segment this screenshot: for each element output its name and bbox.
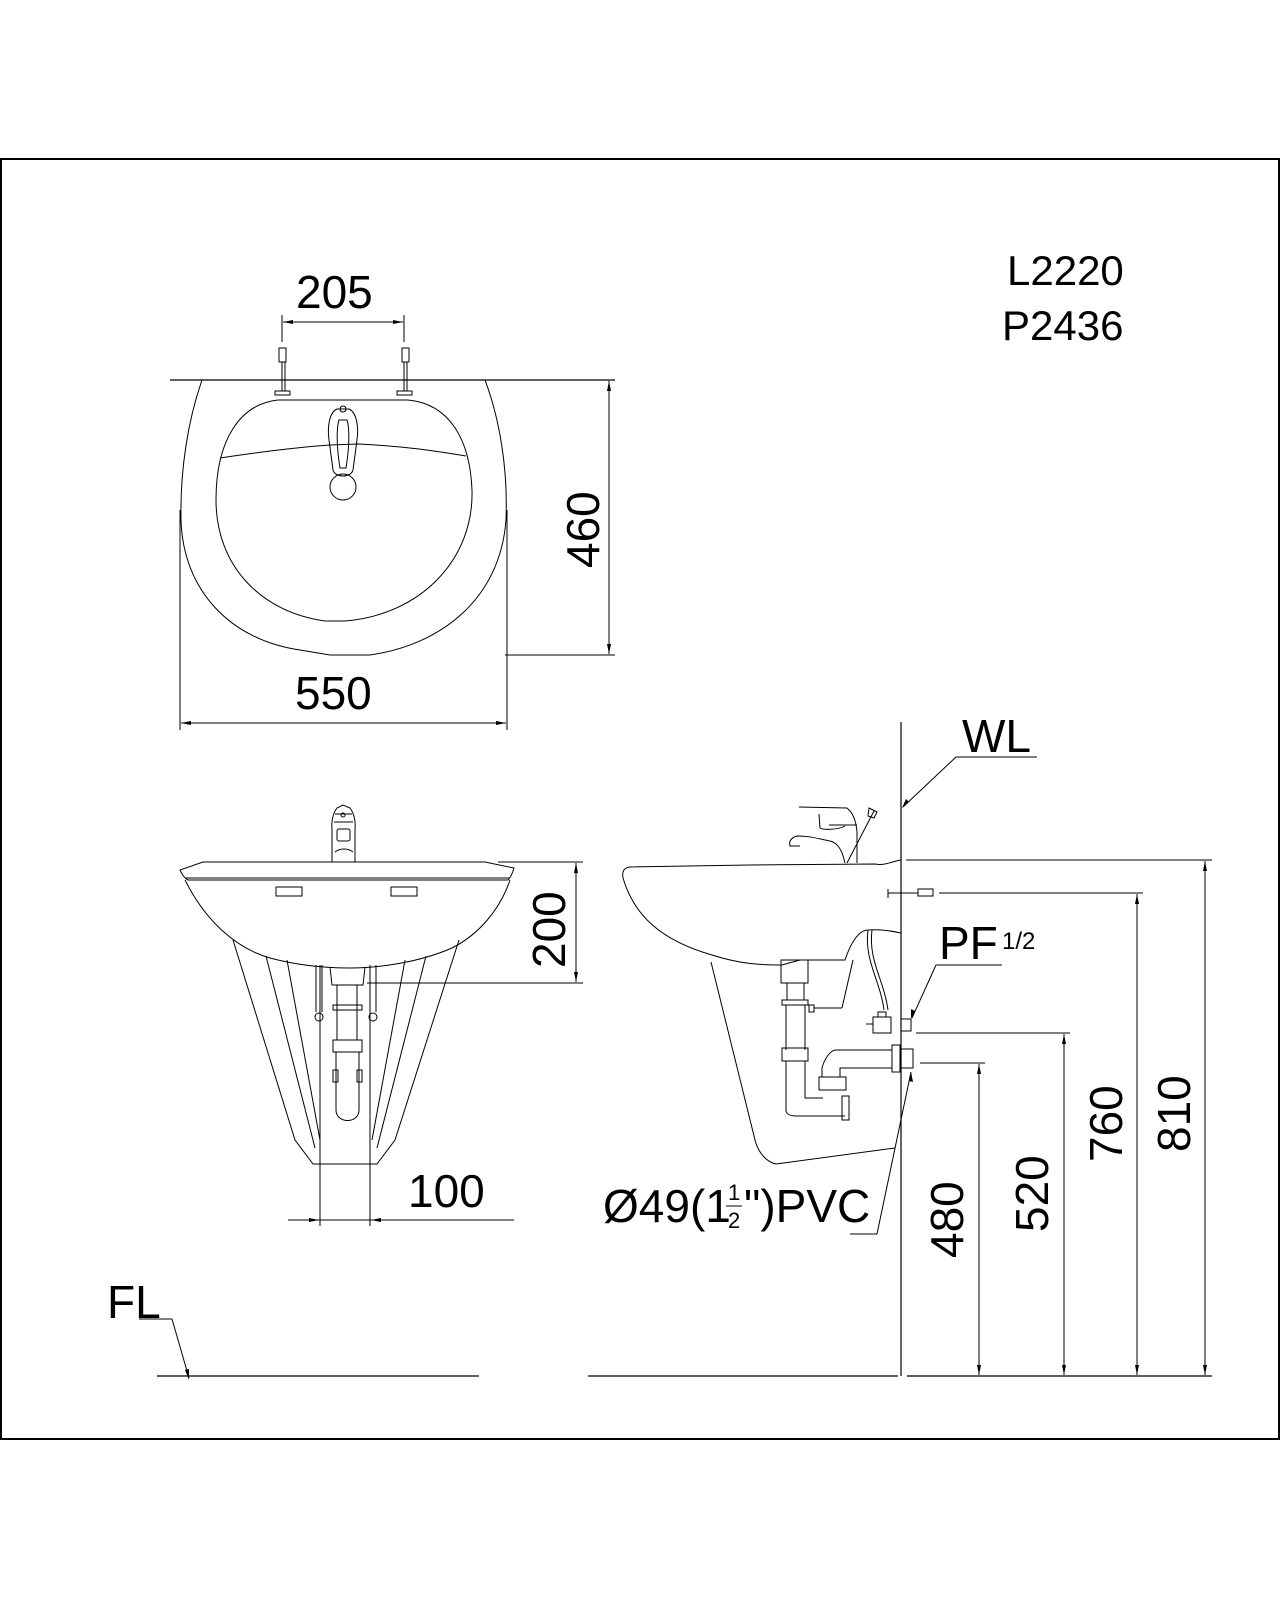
svg-text:FL: FL bbox=[107, 1276, 161, 1328]
svg-text:PF: PF bbox=[939, 917, 998, 969]
svg-text:Ø49(1: Ø49(1 bbox=[603, 1180, 731, 1232]
dimension-drain-height: 480 bbox=[920, 1062, 985, 1375]
svg-text:460: 460 bbox=[557, 491, 609, 568]
model-basin-label: L2220 bbox=[1007, 247, 1124, 294]
pedestal-side bbox=[710, 961, 896, 1165]
faucet-top-icon bbox=[327, 408, 359, 477]
dimension-bolt-height: 760 bbox=[939, 892, 1143, 1375]
side-view-basin bbox=[622, 806, 934, 1165]
drain-pipe-label: Ø49(1 1 2 ")PVC bbox=[603, 1071, 913, 1235]
dimension-tap-spacing: 205 bbox=[281, 266, 405, 342]
drawing-frame bbox=[0, 158, 1280, 1440]
dimension-pedestal-base: 100 bbox=[288, 965, 514, 1226]
svg-text:1/2: 1/2 bbox=[1002, 928, 1035, 955]
svg-text:520: 520 bbox=[1006, 1155, 1058, 1232]
dimension-depth: 460 bbox=[505, 381, 615, 656]
wall-bolt-left-icon bbox=[274, 347, 291, 396]
faucet-side-icon bbox=[789, 806, 858, 864]
svg-text:1: 1 bbox=[728, 1180, 740, 1205]
svg-text:760: 760 bbox=[1080, 1085, 1132, 1162]
svg-text:")PVC: ")PVC bbox=[744, 1180, 870, 1232]
basin-outer-outline bbox=[180, 379, 507, 656]
top-view-basin bbox=[170, 347, 615, 656]
svg-text:810: 810 bbox=[1148, 1075, 1200, 1152]
dimension-supply-height: 520 bbox=[916, 1032, 1070, 1375]
title-block: L2220 P2436 bbox=[1002, 247, 1124, 349]
front-view-basin bbox=[179, 804, 515, 1165]
wall-bolt-right-icon bbox=[396, 347, 413, 396]
basin-inner-outline bbox=[215, 399, 473, 622]
supply-fitting-label: PF 1/2 bbox=[911, 917, 1035, 1019]
pedestal-front bbox=[232, 939, 460, 1165]
svg-text:WL: WL bbox=[962, 710, 1031, 762]
svg-text:2: 2 bbox=[728, 1208, 740, 1233]
model-pedestal-label: P2436 bbox=[1002, 302, 1123, 349]
wall-line-label: WL bbox=[902, 710, 1037, 808]
drain-hole-top bbox=[329, 473, 357, 501]
svg-text:550: 550 bbox=[295, 667, 372, 719]
svg-text:205: 205 bbox=[296, 266, 373, 318]
dimension-rim-height: 810 bbox=[906, 859, 1212, 1375]
svg-text:480: 480 bbox=[921, 1181, 973, 1258]
dimension-basin-height: 200 bbox=[367, 861, 583, 984]
svg-text:200: 200 bbox=[523, 891, 575, 968]
dimension-width: 550 bbox=[179, 510, 508, 730]
floor-line-label: FL bbox=[107, 1276, 190, 1380]
faucet-front-icon bbox=[331, 804, 356, 862]
svg-text:100: 100 bbox=[408, 1165, 485, 1217]
